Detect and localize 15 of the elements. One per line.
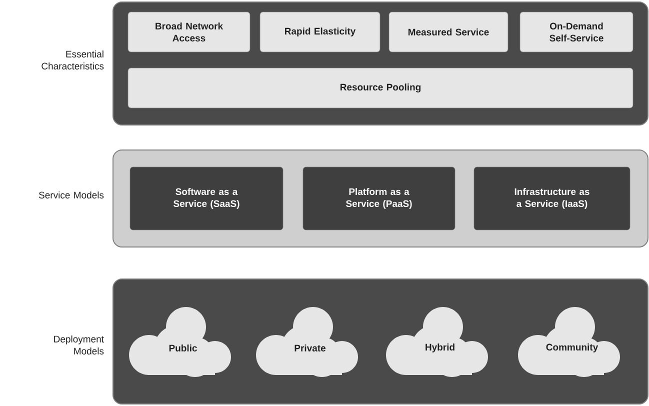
node-label: Service Models	[38, 192, 104, 198]
cloud: Public	[129, 306, 231, 377]
node-label: Deployment Models	[54, 335, 104, 354]
box: Resource Pooling	[128, 68, 634, 108]
cloud: Community	[518, 306, 620, 377]
box: On-Demand Self-Service	[520, 12, 634, 52]
node-label: Essential Characteristics	[42, 50, 104, 70]
box: Software as a Service (SaaS)	[130, 166, 284, 230]
box: Broad Network Access	[128, 12, 250, 52]
box: Measured Service	[388, 12, 508, 52]
cloud: Hybrid	[386, 306, 488, 377]
box: Rapid Elasticity	[260, 12, 380, 52]
box: Infrastructure as a Service (IaaS)	[474, 166, 630, 230]
box: Platform as a Service (PaaS)	[302, 166, 456, 230]
cloud: Private	[256, 306, 358, 377]
